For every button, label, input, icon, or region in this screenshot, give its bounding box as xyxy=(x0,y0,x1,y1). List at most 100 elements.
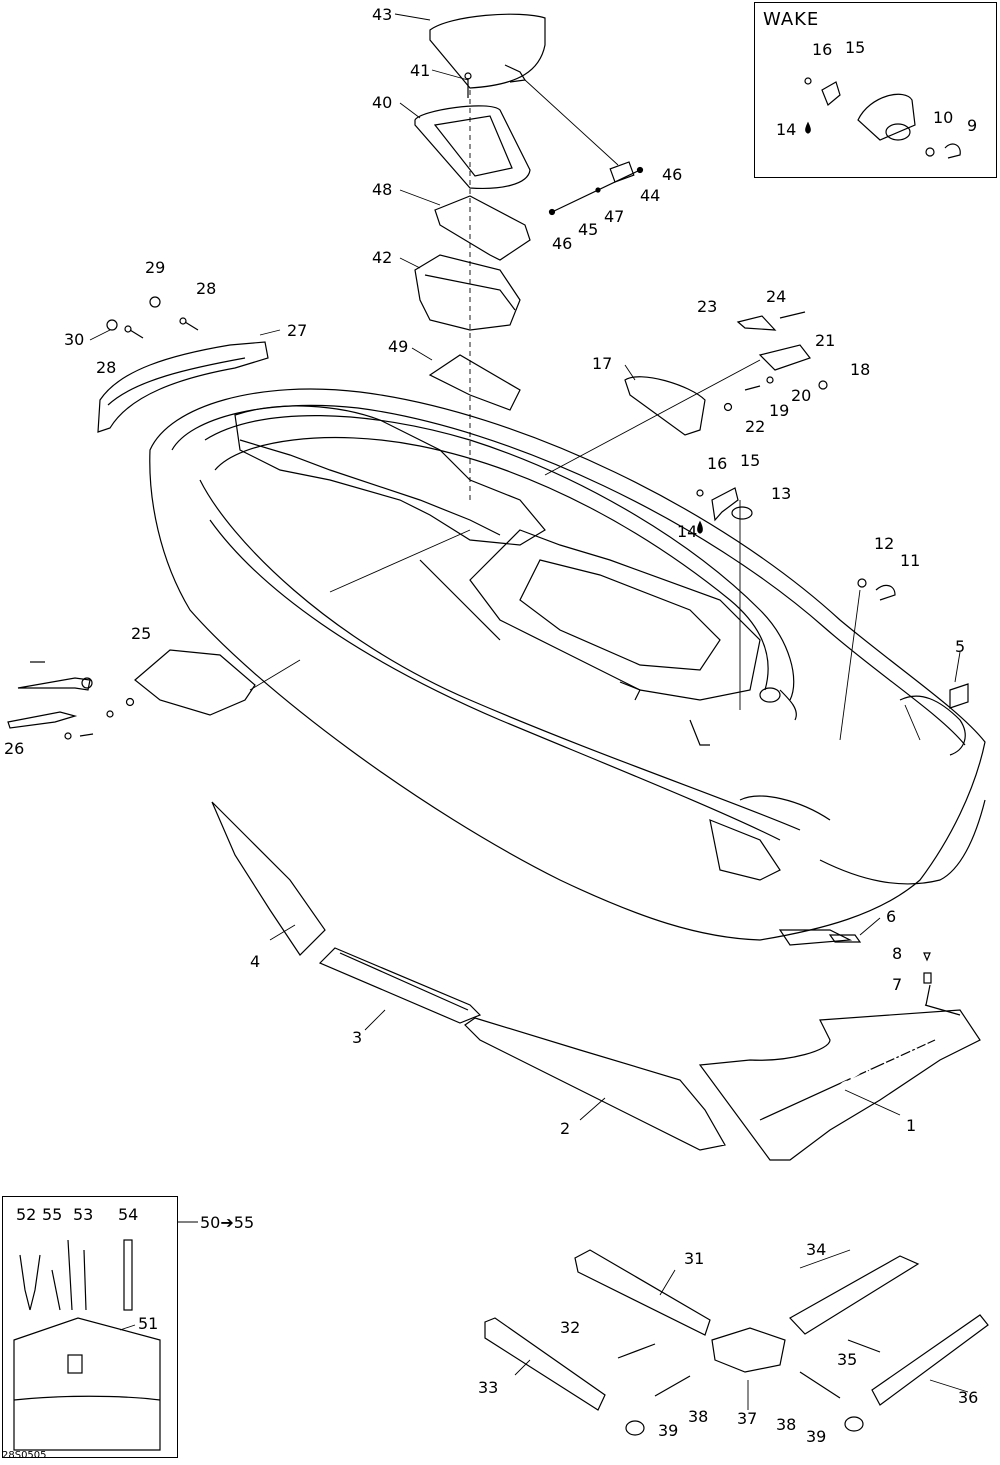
vent-17 xyxy=(624,376,706,436)
rail-33 xyxy=(484,1317,606,1411)
mat-49 xyxy=(428,354,521,411)
hull-body xyxy=(149,388,986,946)
callout-29: 29 xyxy=(145,258,165,277)
screw-19-right xyxy=(744,385,761,391)
rivet-32 xyxy=(617,1343,656,1359)
callout-20: 20 xyxy=(791,386,811,405)
callout-39a: 39 xyxy=(658,1421,678,1440)
wake-inset-box: WAKE xyxy=(754,2,997,178)
gasket-48 xyxy=(434,195,531,261)
decal-5 xyxy=(949,683,969,709)
spark-plug-tool-54 xyxy=(123,1239,133,1311)
callout-14: 14 xyxy=(677,522,697,541)
washer-30 xyxy=(106,319,118,331)
callout-37: 37 xyxy=(737,1409,757,1428)
rail-36 xyxy=(871,1314,989,1406)
decal-1-seadoo: SEA-DOO xyxy=(698,1009,981,1161)
decal-3 xyxy=(318,947,482,1024)
callout-46b: 46 xyxy=(552,234,572,253)
callout-30: 30 xyxy=(64,330,84,349)
wake-callout-16: 16 xyxy=(812,40,832,59)
bracket-37 xyxy=(711,1327,786,1373)
callout-24: 24 xyxy=(766,287,786,306)
callout-2: 2 xyxy=(560,1119,570,1138)
rivet-35 xyxy=(847,1339,881,1353)
callout-13: 13 xyxy=(771,484,791,503)
screw-24-right xyxy=(779,311,806,319)
gasket-13 xyxy=(731,506,753,520)
callout-17: 17 xyxy=(592,354,612,373)
callout-35: 35 xyxy=(837,1350,857,1369)
callout-46a: 46 xyxy=(662,165,682,184)
callout-45: 45 xyxy=(578,220,598,239)
callout-38b: 38 xyxy=(776,1415,796,1434)
callout-1: 1 xyxy=(906,1116,916,1135)
fastener-7 xyxy=(923,972,932,984)
rail-34 xyxy=(789,1255,920,1335)
nut-22-right xyxy=(723,402,733,412)
tool-bag-51 xyxy=(13,1317,161,1451)
callout-16: 16 xyxy=(707,454,727,473)
washer-20-left xyxy=(64,732,72,740)
seadoo-logo-text: SEA-DOO xyxy=(835,1030,935,1105)
wake-callout-15: 15 xyxy=(845,38,865,57)
callout-36: 36 xyxy=(958,1388,978,1407)
decal-2 xyxy=(464,1017,726,1151)
cap-39a xyxy=(625,1420,645,1436)
screw-28a xyxy=(179,317,199,331)
callout-labels: 1 2 3 4 5 6 7 8 9 10 11 12 13 14 15 16 1… xyxy=(4,5,978,1446)
callout-3: 3 xyxy=(352,1028,362,1047)
callout-52: 52 xyxy=(16,1205,36,1224)
nut-22-left xyxy=(125,697,135,707)
callout-23: 23 xyxy=(697,297,717,316)
screw-41 xyxy=(464,72,472,98)
callout-5: 5 xyxy=(955,637,965,656)
callout-28b: 28 xyxy=(96,358,116,377)
washer-12 xyxy=(857,578,867,588)
callout-26: 26 xyxy=(4,739,24,758)
plug-18-right xyxy=(818,380,828,390)
latch-44 xyxy=(609,161,635,183)
wake-inset-parts xyxy=(804,77,961,159)
storage-bin-42 xyxy=(414,254,521,331)
callout-43: 43 xyxy=(372,5,392,24)
clip-46b xyxy=(636,166,644,174)
cap-39b xyxy=(844,1416,864,1432)
rail-31 xyxy=(574,1249,711,1336)
storage-frame-40 xyxy=(414,105,531,190)
drawing-code: 28S0505 xyxy=(2,1450,47,1461)
pliers-52 xyxy=(19,1254,41,1311)
washer-20-right xyxy=(766,376,774,384)
callout-54: 54 xyxy=(118,1205,138,1224)
callout-12: 12 xyxy=(874,534,894,553)
callout-38a: 38 xyxy=(688,1407,708,1426)
trim-26 xyxy=(7,711,78,729)
callout-40: 40 xyxy=(372,93,392,112)
storage-cover-43[interactable] xyxy=(429,13,546,89)
callout-39b: 39 xyxy=(806,1427,826,1446)
deflector-21 xyxy=(758,344,811,371)
wake-inset-title: WAKE xyxy=(763,9,820,30)
callout-49: 49 xyxy=(388,337,408,356)
wake-callout-14: 14 xyxy=(776,120,796,139)
grab-handle-27[interactable] xyxy=(97,341,269,433)
callout-7: 7 xyxy=(892,975,902,994)
trim-23-right xyxy=(736,315,777,331)
bracket-15 xyxy=(711,487,739,522)
wrench-53 xyxy=(83,1249,87,1311)
callout-27: 27 xyxy=(287,321,307,340)
callout-33: 33 xyxy=(478,1378,498,1397)
callout-6: 6 xyxy=(886,907,896,926)
callout-48: 48 xyxy=(372,180,392,199)
callout-51: 51 xyxy=(138,1314,158,1333)
screwdriver-55 xyxy=(51,1239,73,1311)
callout-32: 32 xyxy=(560,1318,580,1337)
plug-18-left xyxy=(106,710,114,718)
decal-6 xyxy=(828,934,862,943)
callout-25: 25 xyxy=(131,624,151,643)
callout-42: 42 xyxy=(372,248,392,267)
callout-53: 53 xyxy=(73,1205,93,1224)
callout-18: 18 xyxy=(850,360,870,379)
screw-19-left xyxy=(79,733,94,737)
